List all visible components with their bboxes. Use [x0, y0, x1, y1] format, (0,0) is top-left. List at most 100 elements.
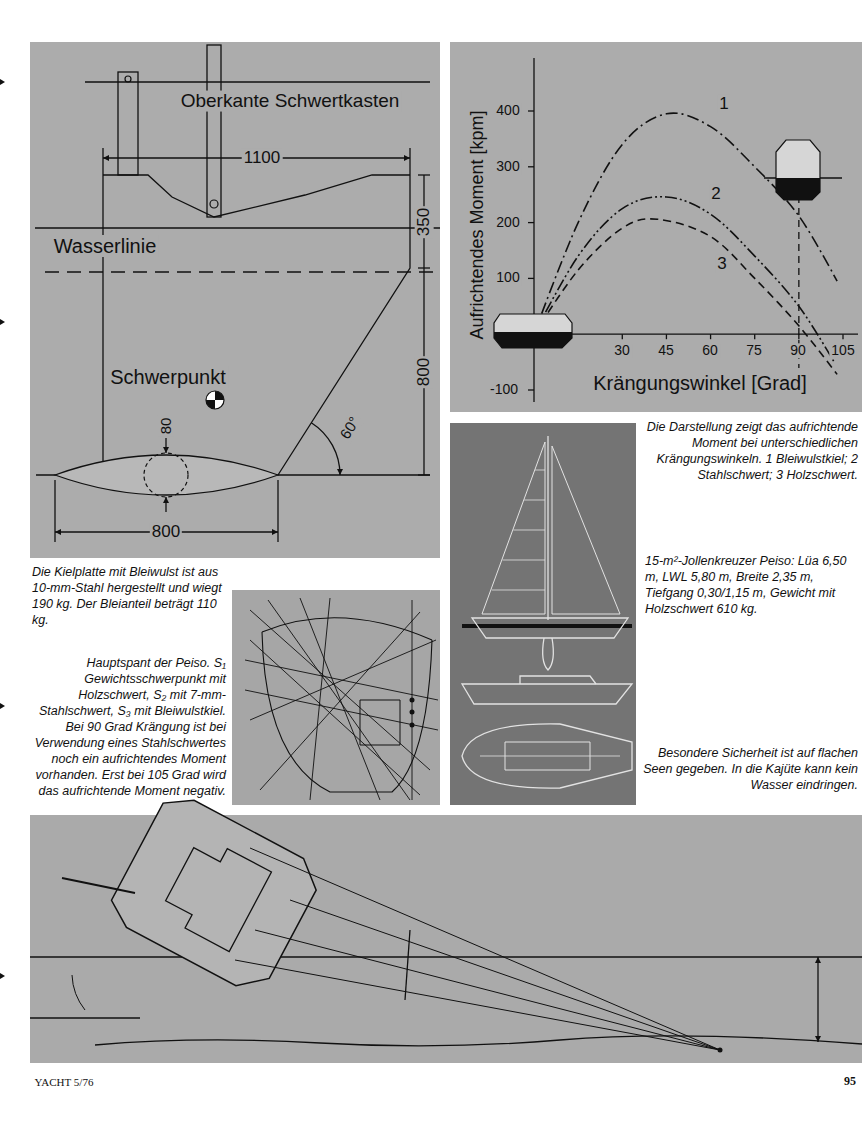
centre-of-gravity-symbol [206, 391, 224, 409]
page-footer: YACHT 5/76 [35, 1076, 94, 1088]
centre-point [410, 723, 415, 728]
centre-line [480, 756, 620, 757]
stability-line [250, 640, 420, 795]
dimension: 800 [415, 356, 434, 388]
tick-label: 200 [494, 215, 521, 230]
arrow-head [103, 155, 109, 161]
moment-curve [534, 219, 837, 375]
x-tick [622, 334, 623, 339]
stability-line [250, 848, 720, 1050]
keel-drawing [35, 45, 440, 542]
drawing-line [405, 930, 410, 1000]
moment-chart [494, 58, 858, 402]
angle-arc [72, 975, 85, 1010]
figure-caption: Hauptspant der Peiso. S₁ Gewichtsschwerp… [30, 655, 226, 799]
cg-circle [206, 391, 224, 409]
tick-label: 60 [700, 343, 720, 358]
boat-views [462, 436, 632, 788]
lifting-bar [118, 72, 138, 175]
dimension: 80 [158, 416, 175, 437]
arrow-head [163, 447, 169, 453]
stability-line [250, 610, 430, 770]
batten [513, 530, 545, 531]
pivot-hole [210, 200, 218, 208]
hull-profile [472, 618, 628, 638]
waterline-label: Wasserlinie [52, 235, 159, 257]
axis-title: Aufrichtendes Moment [kpm] [468, 108, 488, 341]
figure-caption: Die Darstellung zeigt das aufrichtende M… [642, 419, 858, 483]
stability-line [250, 640, 436, 720]
tick-label: 90 [788, 343, 808, 358]
hull-plan-view [462, 724, 632, 788]
keel-panel [30, 42, 440, 558]
dashed-line [45, 271, 440, 272]
centre-point [410, 698, 415, 703]
bar-hole [125, 76, 131, 82]
ground-point [718, 1048, 723, 1053]
hull-icon-heeled [776, 140, 820, 200]
arrow-head [404, 155, 410, 161]
stability-line [235, 960, 720, 1050]
stability-line [268, 600, 410, 800]
dimension: 350 [415, 206, 434, 238]
x-tick [754, 334, 755, 339]
tick-label: 30 [612, 343, 632, 358]
keel-profile [543, 638, 554, 670]
arrow-head [815, 957, 821, 963]
batten [492, 590, 545, 591]
margin-mark [0, 973, 5, 979]
plate-edge [278, 175, 410, 475]
page-number: 95 [844, 1075, 856, 1088]
stability-line [245, 660, 438, 700]
case-top-line [85, 81, 430, 82]
cabin-outline [159, 834, 272, 951]
stability-line [290, 900, 720, 1050]
cg-quarter [215, 391, 224, 400]
extension-line [102, 148, 103, 175]
boat-panel [450, 423, 636, 805]
dimension-tick [418, 174, 430, 175]
margin-mark [0, 319, 5, 325]
hull-outline [103, 788, 326, 998]
angle-arc [311, 423, 340, 475]
curve-number: 1 [717, 95, 730, 114]
hull-side-view [462, 684, 632, 704]
cg-quarter [206, 400, 215, 409]
extension-line [54, 480, 55, 542]
x-tick [666, 334, 667, 339]
curve-number: 2 [709, 185, 722, 204]
stability-line [300, 598, 380, 800]
plate-top [103, 175, 410, 217]
y-tick [528, 166, 534, 167]
arrow-head [272, 529, 278, 535]
heeled-hull [103, 788, 326, 998]
margin-mark [0, 79, 5, 85]
axis-title: Krängungswinkel [Grad] [591, 372, 808, 394]
bulb-section [144, 453, 188, 497]
mainsail [482, 442, 545, 614]
stability-line [255, 930, 720, 1050]
moment-curve [534, 197, 834, 362]
extension-line [277, 480, 278, 542]
mast-stub [62, 878, 135, 893]
hull-icon-ballast [494, 332, 572, 348]
curve-number: 3 [715, 255, 728, 274]
section-drawing [245, 598, 438, 800]
jib [552, 446, 620, 614]
tick-label: -100 [488, 382, 520, 397]
tick-label: 400 [494, 103, 521, 118]
figure-caption: Die Kielplatte mit Bleiwulst ist aus 10-… [32, 564, 226, 628]
stability-line [260, 612, 420, 790]
tick-label: 75 [744, 343, 764, 358]
cg-label: Schwerpunkt [108, 366, 228, 388]
hull-icon-upright [494, 314, 572, 348]
cabin-side-view [520, 676, 596, 684]
waterline [35, 227, 440, 228]
batten [503, 560, 545, 561]
y-tick [528, 110, 534, 111]
dimension: 1100 [242, 149, 283, 168]
dimension-line [817, 957, 818, 1042]
y-tick [528, 389, 534, 390]
figure-caption: 15-m²-Jollenkreuzer Peiso: Lüa 6,50 m, L… [645, 553, 857, 617]
